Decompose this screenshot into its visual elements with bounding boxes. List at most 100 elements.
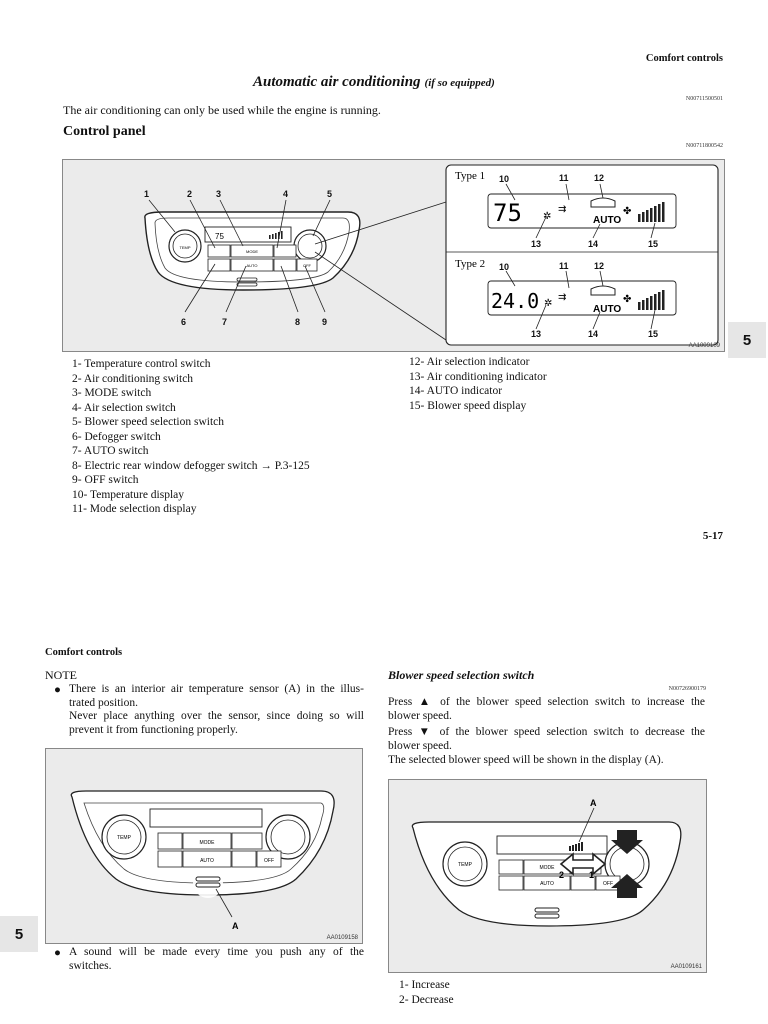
list-item: 1- Increase xyxy=(399,979,450,991)
up-triangle-icon: ▲ xyxy=(418,696,434,708)
list-item: 3- MODE switch xyxy=(72,387,152,399)
list-item: 14- AUTO indicator xyxy=(409,385,503,397)
figure-code: AA0109161 xyxy=(670,964,702,970)
list-item: 2- Decrease xyxy=(399,993,454,1006)
svg-text:✲: ✲ xyxy=(543,211,551,222)
chapter-tab: 5 xyxy=(0,916,38,952)
svg-text:75: 75 xyxy=(493,199,522,227)
svg-text:AUTO: AUTO xyxy=(593,215,621,226)
sensor-figure: TEMP MODE AUTO OFF A AA0109158 xyxy=(45,748,363,944)
svg-text:75: 75 xyxy=(215,232,224,241)
page-title: Automatic air conditioning (if so equipp… xyxy=(253,73,495,91)
svg-text:✲: ✲ xyxy=(544,298,552,309)
list-item: 12- Air selection indicator xyxy=(409,356,530,368)
list-item: 1- Temperature control switch xyxy=(72,358,211,370)
svg-text:✤: ✤ xyxy=(623,294,631,305)
list-item: 7- AUTO switch xyxy=(72,445,149,457)
svg-text:MODE: MODE xyxy=(200,840,216,846)
list-item: 15- Blower speed display xyxy=(409,399,527,412)
callout-number: 2 xyxy=(187,189,193,199)
blower-heading: Blower speed selection switch xyxy=(388,668,535,682)
list-item: 6- Defogger switch xyxy=(72,430,161,443)
figure-code: AA0109158 xyxy=(326,935,358,941)
callout-number: 13 xyxy=(531,329,542,339)
legend-right: 12- Air selection indicator 13- Air cond… xyxy=(409,355,547,413)
blower-legend: 1- Increase 2- Decrease xyxy=(399,978,454,1007)
list-item[interactable]: 8- Electric rear window defogger switch … xyxy=(72,459,310,472)
callout-number: 8 xyxy=(295,317,301,327)
svg-text:TEMP: TEMP xyxy=(117,835,132,841)
callout-number: 15 xyxy=(648,329,659,339)
list-item: 2- Air conditioning switch xyxy=(72,372,194,385)
list-item: 4- Air selection switch xyxy=(72,401,176,414)
callout-number: 11 xyxy=(559,173,569,183)
svg-text:✤: ✤ xyxy=(623,206,631,217)
svg-text:2: 2 xyxy=(559,870,564,880)
callout-number: 10 xyxy=(499,174,510,184)
doc-code: N00711500501 xyxy=(685,96,723,102)
svg-text:Type 1: Type 1 xyxy=(455,170,485,182)
svg-text:MODE: MODE xyxy=(540,865,556,871)
svg-text:⇉: ⇉ xyxy=(558,204,566,215)
callout-number: 7 xyxy=(222,317,228,327)
callout-number: 10 xyxy=(499,262,510,272)
list-item: 13- Air conditioning indicator xyxy=(409,370,547,383)
list-item: 9- OFF switch xyxy=(72,474,139,486)
figure-code: AA1009109 xyxy=(688,343,720,349)
callout-number: 3 xyxy=(216,189,222,199)
svg-text:A: A xyxy=(232,921,239,931)
note-paragraph: There is an interior air temperature sen… xyxy=(69,683,364,736)
control-panel-diagram: TEMP 75 MODE AUTO OFF xyxy=(144,164,719,346)
callout-number: 6 xyxy=(181,317,187,327)
intro-text: The air conditioning can only be used wh… xyxy=(63,103,381,117)
blower-instructions: Press ▲ of the blower speed selection sw… xyxy=(388,696,706,766)
svg-text:OFF: OFF xyxy=(264,858,274,864)
callout-number: 12 xyxy=(594,173,605,183)
callout-number: 13 xyxy=(531,239,542,249)
title-main: Automatic air conditioning xyxy=(253,74,421,90)
svg-text:OFF: OFF xyxy=(303,263,312,268)
down-triangle-icon: ▼ xyxy=(418,726,434,738)
chapter-tab: 5 xyxy=(728,322,766,358)
callout-number: 4 xyxy=(283,189,289,199)
blower-figure: TEMP MODE AUTO OFF A 1 2 AA0109161 xyxy=(388,779,707,973)
svg-text:AUTO: AUTO xyxy=(246,263,257,268)
control-panel-figure: TEMP 75 MODE AUTO OFF xyxy=(62,159,725,352)
legend-left: 1- Temperature control switch 2- Air con… xyxy=(72,357,310,517)
title-sub: (if so equipped) xyxy=(424,77,495,89)
list-item: 11- Mode selection display xyxy=(72,503,197,515)
section-heading: Control panel xyxy=(63,124,146,139)
doc-code: N00711800542 xyxy=(685,143,723,149)
sensor-diagram: TEMP MODE AUTO OFF A xyxy=(70,790,335,931)
svg-text:A: A xyxy=(590,798,597,808)
callout-number: 9 xyxy=(322,317,328,327)
callout-number: 15 xyxy=(648,239,659,249)
svg-text:24.0: 24.0 xyxy=(491,289,539,313)
running-header: Comfort controls xyxy=(45,647,123,658)
svg-text:OFF: OFF xyxy=(603,881,613,887)
bullet-icon: ● xyxy=(54,947,61,959)
bullet-icon: ● xyxy=(54,684,61,696)
list-item: 5- Blower speed selection switch xyxy=(72,416,225,428)
svg-text:TEMP: TEMP xyxy=(458,862,473,868)
sound-paragraph: A sound will be made every time you push… xyxy=(69,946,364,972)
callout-number: 11 xyxy=(559,261,569,271)
blower-diagram: TEMP MODE AUTO OFF A 1 2 xyxy=(411,798,682,927)
svg-text:Type 2: Type 2 xyxy=(455,258,485,270)
callout-number: 1 xyxy=(144,189,150,199)
page-number: 5-17 xyxy=(702,530,723,542)
callout-number: 12 xyxy=(594,261,605,271)
note-heading: NOTE xyxy=(45,668,77,682)
running-header: Comfort controls xyxy=(645,53,723,64)
svg-text:AUTO: AUTO xyxy=(540,881,554,887)
svg-text:AUTO: AUTO xyxy=(593,304,621,315)
callout-number: 5 xyxy=(327,189,333,199)
list-item: 10- Temperature display xyxy=(72,488,185,501)
callout-number: 14 xyxy=(588,239,599,249)
svg-text:1: 1 xyxy=(589,870,594,880)
callout-number: 14 xyxy=(588,329,599,339)
svg-text:⇉: ⇉ xyxy=(558,292,566,303)
svg-text:AUTO: AUTO xyxy=(200,858,214,864)
doc-code: N00726900179 xyxy=(668,686,706,692)
svg-text:TEMP: TEMP xyxy=(179,245,190,250)
